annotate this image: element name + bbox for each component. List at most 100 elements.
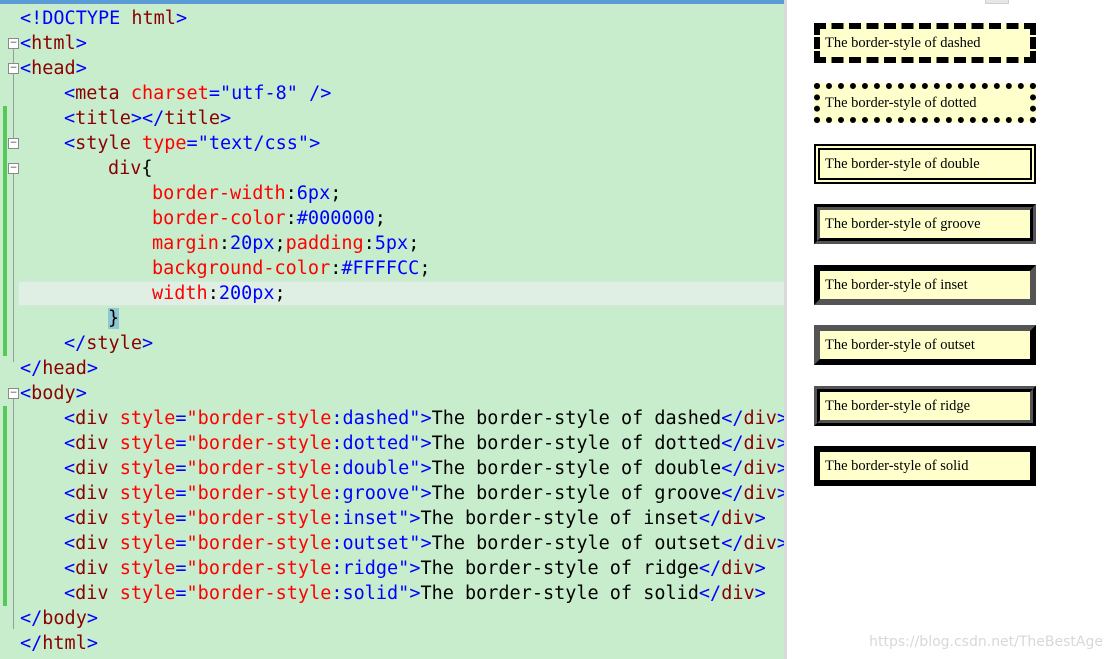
code-token: ; [274, 283, 286, 304]
code-token: dashed" [342, 408, 421, 429]
change-bar [3, 106, 7, 356]
code-token: html [31, 33, 76, 54]
code-token: < [64, 433, 76, 454]
code-token: = [175, 558, 187, 579]
code-token: : [285, 208, 297, 229]
code-token: </ [698, 508, 722, 529]
code-token: > [420, 483, 432, 504]
code-line[interactable]: <!DOCTYPE html> [20, 6, 187, 31]
code-token: </ [20, 608, 43, 629]
code-token: div [75, 558, 109, 579]
code-line[interactable]: <div style="border-style:solid">The bord… [64, 581, 766, 606]
code-token: outset" [342, 533, 421, 554]
fold-toggle-html[interactable]: − [8, 38, 19, 49]
code-token: > [420, 533, 432, 554]
code-token: div [743, 458, 777, 479]
code-token: div [75, 483, 109, 504]
code-token: "border-style [186, 508, 332, 529]
code-token: The border-style of dashed [431, 408, 722, 429]
code-token: > [309, 133, 321, 154]
fold-guide [13, 174, 14, 362]
code-token: "border-style [186, 483, 332, 504]
code-token: 20px [229, 233, 275, 254]
code-token: = [175, 483, 187, 504]
code-token: < [20, 33, 32, 54]
code-token [109, 408, 120, 429]
pane-divider[interactable] [784, 0, 787, 659]
code-line[interactable]: <body> [20, 381, 87, 406]
code-token: </ [721, 533, 744, 554]
code-token: > [409, 558, 421, 579]
code-token: = [175, 508, 187, 529]
code-token: title [164, 108, 220, 129]
scrollbar-stub[interactable] [985, 0, 1009, 4]
code-line[interactable]: border-width:6px; [152, 181, 341, 206]
code-token: = [175, 433, 187, 454]
code-token: = [175, 408, 187, 429]
fold-toggle-head[interactable]: − [8, 63, 19, 74]
code-token: div [721, 558, 755, 579]
code-line[interactable]: <div style="border-style:double">The bor… [64, 456, 784, 481]
code-line[interactable]: <meta charset="utf-8" /> [64, 81, 331, 106]
code-token: > [776, 433, 784, 454]
code-token: div [743, 433, 777, 454]
code-token: style [75, 133, 131, 154]
code-token: type [141, 133, 187, 154]
code-token: > [420, 458, 432, 479]
code-token: </ [698, 558, 722, 579]
code-line[interactable]: <div style="border-style:outset">The bor… [64, 531, 784, 556]
code-token: > [776, 408, 784, 429]
code-line[interactable]: width:200px; [152, 281, 286, 306]
code-line[interactable]: </head> [20, 356, 98, 381]
code-line[interactable]: <div style="border-style:groove">The bor… [64, 481, 784, 506]
code-token: = [186, 133, 198, 154]
fold-guide [13, 399, 14, 629]
code-token [109, 433, 120, 454]
code-line[interactable]: <title></title> [64, 106, 231, 131]
code-line[interactable]: div{ [108, 156, 153, 181]
code-line[interactable]: <div style="border-style:ridge">The bord… [64, 556, 766, 581]
code-token: "border-style [186, 433, 332, 454]
code-token: ; [274, 233, 286, 254]
code-line[interactable]: <div style="border-style:dotted">The bor… [64, 431, 784, 456]
demo-box-inset: The border-style of inset [814, 265, 1036, 305]
code-token: dotted" [342, 433, 421, 454]
code-token: style [119, 558, 176, 579]
code-editor[interactable]: − − − − − <!DOCTYPE html> <html> <head> … [0, 0, 784, 659]
code-token: The border-style of groove [431, 483, 722, 504]
code-token: > [86, 358, 98, 379]
code-line[interactable]: <html> [20, 31, 87, 56]
code-token: div [743, 483, 777, 504]
code-line[interactable]: } [108, 306, 120, 331]
code-line[interactable]: </body> [20, 606, 98, 631]
code-token [109, 458, 120, 479]
code-token: meta [75, 83, 120, 104]
fold-toggle-div-rule[interactable]: − [8, 163, 19, 174]
code-token: </ [20, 358, 43, 379]
code-token: inset" [342, 508, 410, 529]
code-line[interactable]: border-color:#000000; [152, 206, 386, 231]
code-token: > [754, 583, 766, 604]
code-token: > [420, 408, 432, 429]
code-line[interactable]: background-color:#FFFFCC; [152, 256, 430, 281]
code-token: > [754, 508, 766, 529]
code-token: body [31, 383, 76, 404]
code-line[interactable]: <div style="border-style:dashed">The bor… [64, 406, 784, 431]
code-token: div [75, 533, 109, 554]
code-line[interactable]: </html> [20, 631, 98, 656]
code-line[interactable]: <head> [20, 56, 87, 81]
code-token: "border-style [186, 558, 332, 579]
code-token: head [42, 358, 87, 379]
code-line[interactable]: margin:20px;padding:5px; [152, 231, 419, 256]
fold-toggle-style[interactable]: − [8, 138, 19, 149]
code-token: : [331, 558, 343, 579]
code-token: /> [309, 83, 332, 104]
fold-toggle-body[interactable]: − [8, 388, 19, 399]
code-token: : [331, 408, 343, 429]
code-line[interactable]: <style type="text/css"> [64, 131, 320, 156]
code-line[interactable]: <div style="border-style:inset">The bord… [64, 506, 766, 531]
code-token: div [75, 458, 109, 479]
code-token: 200px [218, 283, 275, 304]
code-line[interactable]: </style> [64, 331, 153, 356]
code-token: style [119, 533, 176, 554]
